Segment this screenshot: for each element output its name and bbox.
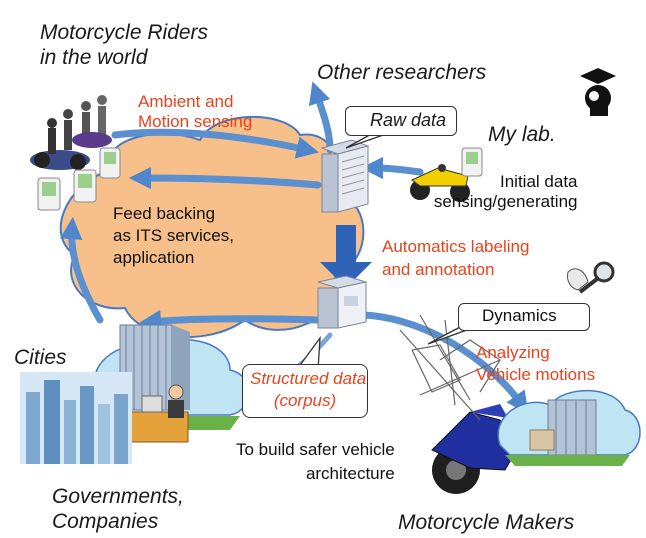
server-icon-corpus — [317, 275, 367, 329]
riders-group-icon — [30, 95, 112, 170]
initial-data-line-2: sensing/generating — [433, 192, 578, 212]
arrow-riders-to-server — [111, 128, 319, 159]
makers-label: Motorcycle Makers — [398, 511, 575, 534]
office-worker-icon — [127, 384, 189, 443]
sensing-label-line-2: Motion sensing — [138, 112, 253, 132]
arrow-corpus-to-makers — [346, 311, 529, 415]
structured-data-callout — [242, 364, 368, 418]
researchers-label: Other researchers — [317, 61, 487, 84]
motorcycle-icon — [410, 164, 470, 202]
city-skyline-icon — [20, 372, 132, 464]
feedback-label: Feed backing as ITS services, applicatio… — [113, 203, 234, 269]
arrow-corpus-to-govt — [138, 309, 322, 333]
maker-factory-icon — [497, 389, 641, 466]
big-down-arrow — [320, 225, 372, 288]
dynamics-callout — [458, 303, 590, 331]
riders-label-line-2: in the world — [40, 46, 148, 70]
governments-line-1: Governments, — [52, 485, 184, 508]
initial-data-label: Initial data sensing/generating — [434, 172, 578, 213]
pda-icon — [37, 147, 121, 211]
arrow-server-to-researchers — [308, 81, 334, 154]
structured-data-line-1: Structured data — [250, 369, 367, 388]
sensing-label-line-1: Ambient and — [138, 92, 234, 111]
structured-data-label: Structured data (corpus) — [250, 368, 367, 412]
autolabel-line-2: and annotation — [382, 259, 495, 279]
pda-icon-lab — [461, 147, 483, 177]
server-icon — [320, 139, 370, 213]
structured-data-line-2: (corpus) — [273, 391, 337, 411]
dynamics-label: Dynamics — [482, 306, 557, 325]
governments-label: Governments, Companies — [52, 484, 184, 534]
arrow-govt-to-riders — [60, 216, 104, 324]
sensing-label: Ambient and Motion sensing — [138, 92, 252, 133]
autolabel-label: Automatics labeling and annotation — [382, 236, 529, 282]
analyzing-label: Analyzing Vehicle motions — [476, 342, 595, 386]
feedback-line-2: as ITS services, — [113, 226, 234, 246]
raw-data-label: Raw data — [370, 110, 447, 130]
build-line-2: architecture — [305, 463, 395, 483]
graduate-icon — [580, 68, 616, 116]
sport-motorcycle-icon — [431, 404, 521, 494]
initial-data-line-1: Initial data — [500, 172, 578, 191]
cities-label: Cities — [14, 346, 67, 369]
analyzing-line-1: Analyzing — [476, 343, 550, 362]
feedback-line-3: application — [113, 248, 195, 268]
arrow-lab-to-server — [360, 156, 424, 180]
arrow-server-to-riders — [128, 166, 322, 190]
magnifier-icon — [567, 261, 615, 294]
analyzing-line-2: Vehicle motions — [476, 365, 596, 385]
build-label: To build safer vehicle architecture — [236, 438, 395, 486]
riders-label-line-1: Motorcycle Riders — [40, 21, 209, 44]
governments-line-2: Companies — [52, 510, 159, 534]
mylab-label: My lab. — [488, 123, 556, 146]
build-line-1: To build safer vehicle — [236, 440, 395, 459]
raw-data-callout — [345, 106, 457, 136]
autolabel-line-1: Automatics labeling — [382, 237, 530, 256]
feedback-line-1: Feed backing — [113, 204, 216, 223]
riders-label: Motorcycle Riders in the world — [40, 20, 208, 70]
